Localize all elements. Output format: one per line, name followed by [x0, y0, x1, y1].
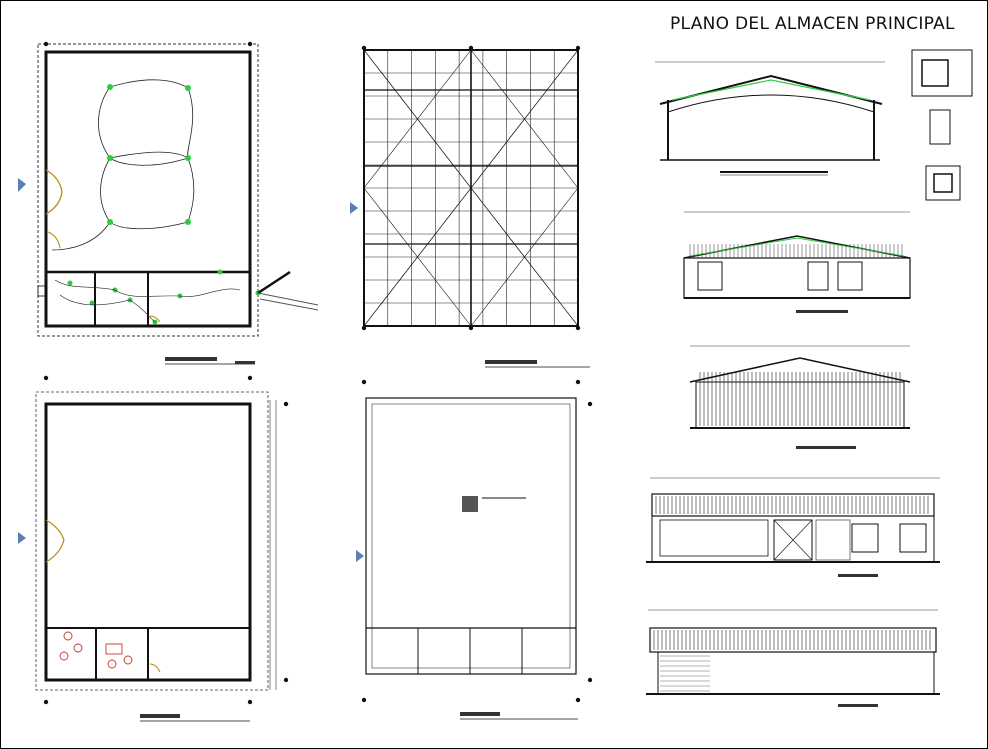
light-points: [67, 84, 261, 325]
plan-roof-structure: [350, 49, 590, 368]
elevation-rear: [646, 609, 940, 707]
elevation-side: [689, 345, 911, 449]
plan-foundation: [356, 397, 578, 720]
sheet-title: PLANO DEL ALMACEN PRINCIPAL: [670, 14, 955, 34]
section-truss: [655, 49, 973, 201]
north-arrow-icon-4: [356, 550, 364, 562]
furniture-icons: [59, 631, 133, 669]
grid-markers: [43, 41, 593, 705]
north-arrow-icon-2: [350, 202, 358, 214]
elevation-long: [646, 477, 940, 577]
plan-electrical: [18, 43, 319, 365]
plan-furniture: [18, 391, 277, 722]
north-arrow-icon: [18, 178, 26, 192]
north-arrow-icon-3: [18, 532, 26, 544]
elevation-front: [683, 211, 911, 313]
